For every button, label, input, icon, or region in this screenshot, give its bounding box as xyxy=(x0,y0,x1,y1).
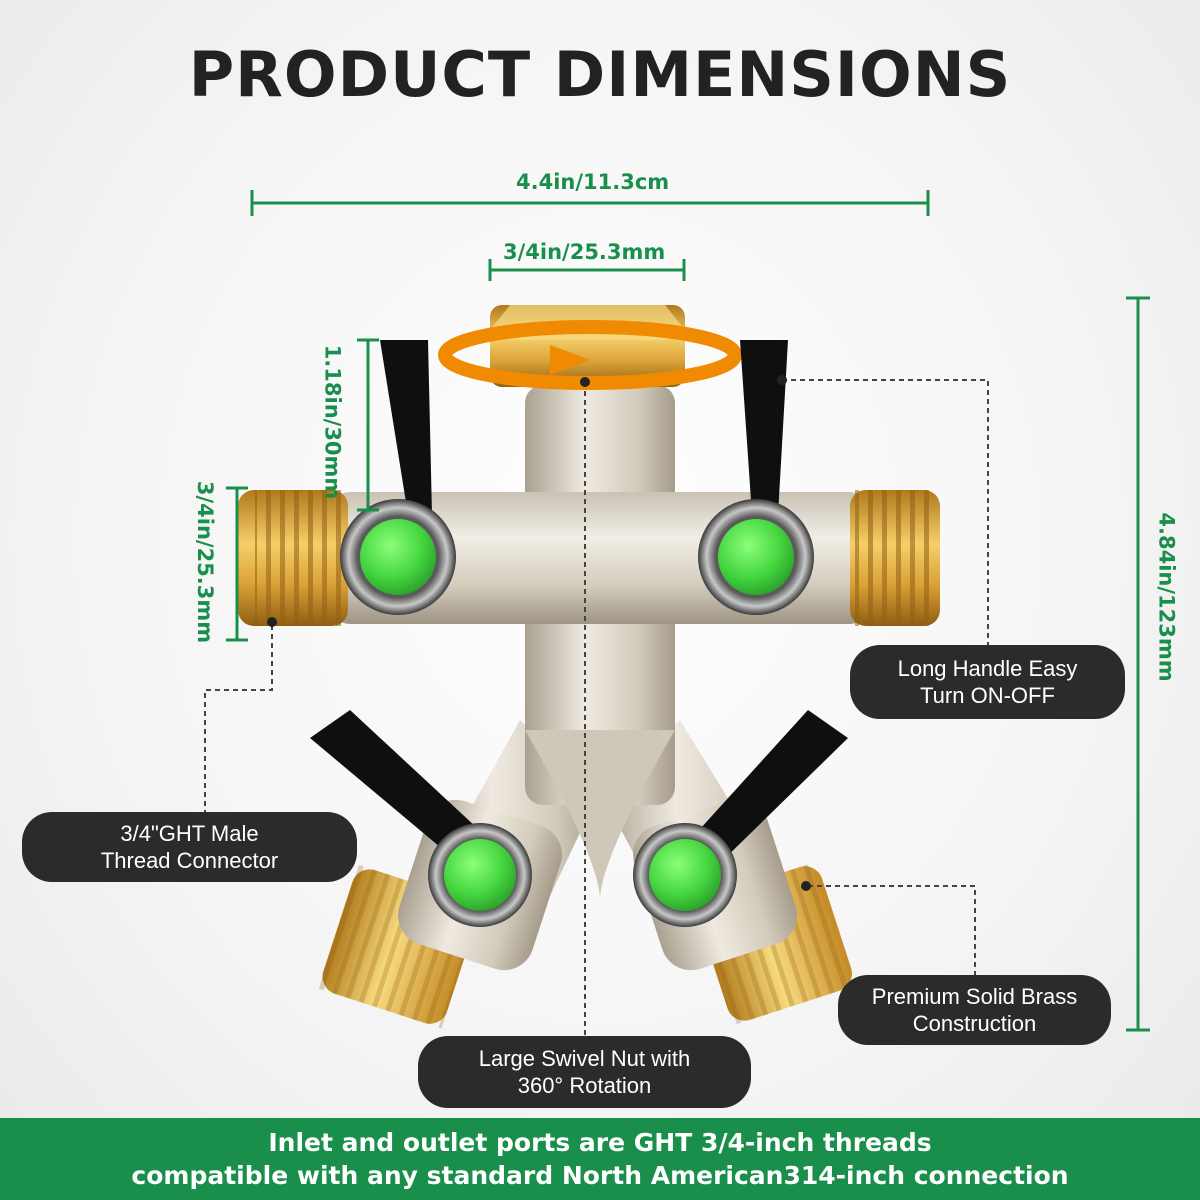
leader-lines xyxy=(204,379,989,1036)
page-title: PRODUCT DIMENSIONS xyxy=(188,38,1012,111)
valve-knob-bottom-right xyxy=(633,823,737,927)
footer-line1: Inlet and outlet ports are GHT 3/4-inch … xyxy=(268,1128,932,1157)
valve-knob-top-right xyxy=(698,499,814,615)
dimension-thread-diameter: 3/4in/25.3mm xyxy=(193,480,218,644)
dimension-top-nut: 3/4in/25.3mm xyxy=(503,240,666,264)
callout-solid-brass: Premium Solid Brass Construction xyxy=(838,975,1111,1045)
callout-long-handle-line1: Long Handle Easy xyxy=(897,656,1078,681)
callout-ght-thread-line1: 3/4"GHT Male xyxy=(120,821,259,846)
callout-long-handle-line2: Turn ON-OFF xyxy=(920,683,1055,708)
dimension-total-width: 4.4in/11.3cm xyxy=(516,170,670,194)
valve-knob-top-left xyxy=(340,499,456,615)
callout-swivel-nut-line2: 360° Rotation xyxy=(517,1073,652,1098)
callout-swivel-nut: Large Swivel Nut with 360° Rotation xyxy=(418,1036,751,1108)
footer-line2: compatible with any standard North Ameri… xyxy=(131,1161,1069,1190)
callout-long-handle: Long Handle Easy Turn ON-OFF xyxy=(850,645,1125,719)
valve-handle-bottom-left xyxy=(310,710,490,868)
callout-swivel-nut-line1: Large Swivel Nut with xyxy=(478,1046,691,1071)
valve-handle-bottom-right xyxy=(690,710,848,868)
footer-banner: Inlet and outlet ports are GHT 3/4-inch … xyxy=(0,1118,1200,1200)
dimension-total-height: 4.84in/123mm xyxy=(1154,512,1179,682)
dimension-handle-length: 1.18in/30mm xyxy=(320,344,345,500)
callout-solid-brass-line1: Premium Solid Brass xyxy=(871,984,1078,1009)
callout-ght-thread-line2: Thread Connector xyxy=(100,848,279,873)
valve-handle-top-left xyxy=(380,340,432,515)
callout-ght-thread: 3/4"GHT Male Thread Connector xyxy=(22,812,357,882)
rotation-arrow-icon xyxy=(438,320,742,390)
valve-knob-bottom-left xyxy=(428,823,532,927)
dimension-lines xyxy=(226,190,1150,1032)
valve-handle-top-right xyxy=(740,340,788,515)
callout-solid-brass-line2: Construction xyxy=(912,1011,1037,1036)
